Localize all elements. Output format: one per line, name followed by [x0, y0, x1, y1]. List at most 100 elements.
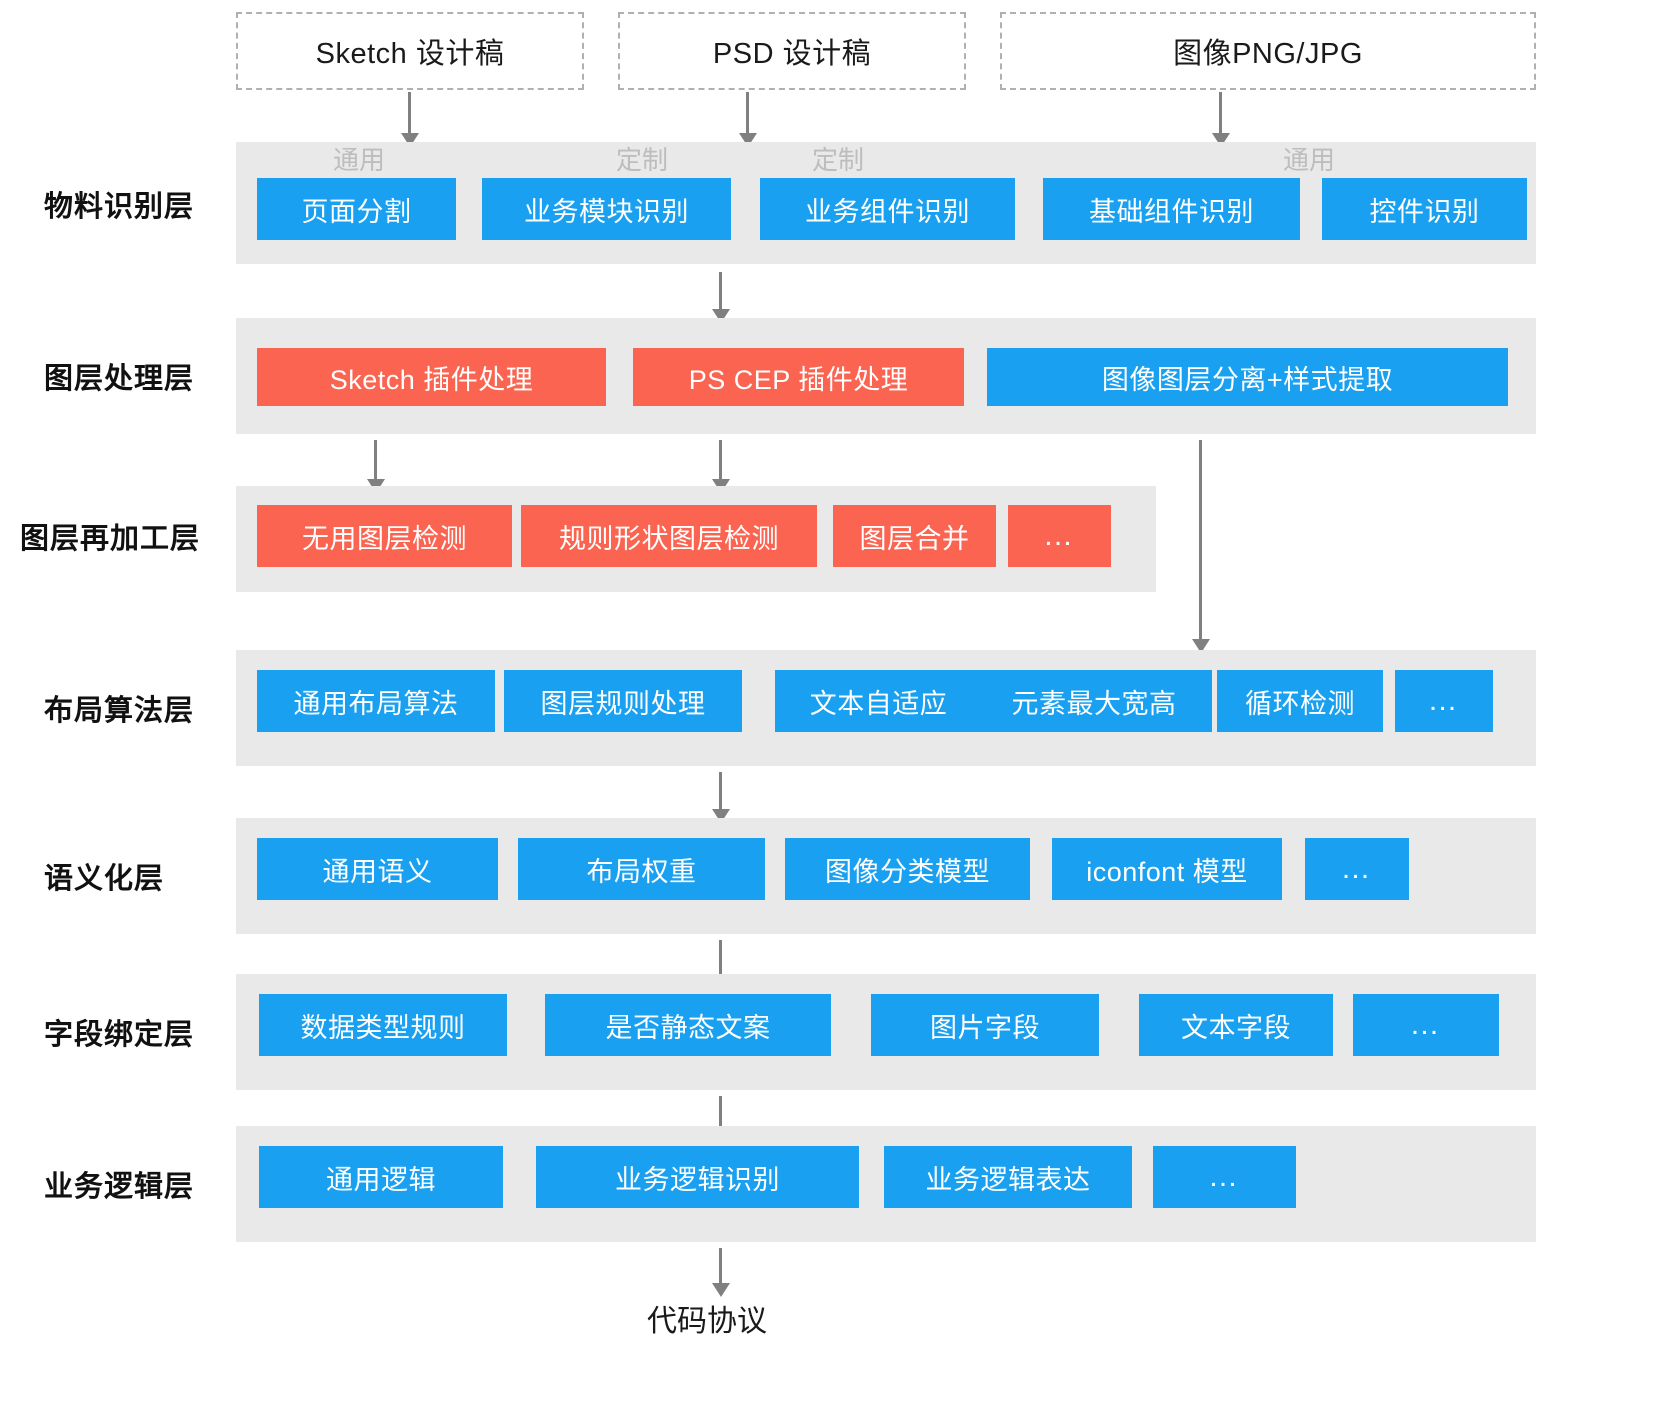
node-label: 文本字段	[1181, 1012, 1291, 1043]
node-label: iconfont 模型	[1086, 856, 1248, 887]
node-label: …	[1427, 684, 1461, 717]
node-layout-weight[interactable]: 布局权重	[518, 838, 765, 900]
layer-label-semantic: 语义化层	[44, 858, 234, 895]
layer-label-layout-algorithm: 布局算法层	[44, 690, 234, 727]
input-label: 图像PNG/JPG	[1173, 38, 1363, 70]
node-label: …	[1208, 1160, 1241, 1193]
node-business-module-recognition[interactable]: 业务模块识别	[482, 178, 731, 240]
node-label: …	[1340, 852, 1374, 885]
node-business-logic-recognition[interactable]: 业务逻辑识别	[536, 1146, 859, 1208]
layer-label-layer-processing: 图层处理层	[44, 358, 234, 395]
node-label: 通用布局算法	[293, 688, 459, 719]
node-label: 无用图层检测	[302, 523, 467, 554]
node-control-recognition[interactable]: 控件识别	[1322, 178, 1527, 240]
annotation-general-1: 通用	[333, 145, 386, 175]
node-layer-rule-processing[interactable]: 图层规则处理	[504, 670, 742, 732]
node-business-logic-more[interactable]: …	[1153, 1146, 1296, 1208]
node-label: 图片字段	[930, 1012, 1040, 1043]
node-text-adaptive[interactable]: 文本自适应	[775, 670, 982, 732]
node-general-logic[interactable]: 通用逻辑	[259, 1146, 503, 1208]
node-page-segmentation[interactable]: 页面分割	[257, 178, 456, 240]
node-iconfont-model[interactable]: iconfont 模型	[1052, 838, 1282, 900]
node-label: 数据类型规则	[300, 1012, 466, 1043]
node-label: PS CEP 插件处理	[688, 364, 909, 395]
node-is-static-copy[interactable]: 是否静态文案	[545, 994, 831, 1056]
node-label: 循环检测	[1245, 688, 1355, 719]
arrow-psd-to-layer1	[746, 92, 749, 134]
layer-name: 语义化层	[44, 863, 165, 895]
arrow-ps-plugin-to-layer3	[719, 440, 722, 480]
node-label: 图像图层分离+样式提取	[1101, 364, 1394, 395]
node-label: …	[1043, 519, 1076, 552]
layer-label-field-binding: 字段绑定层	[44, 1014, 234, 1051]
node-label: 基础组件识别	[1089, 196, 1254, 227]
layer-label-material: 物料识别层	[44, 186, 234, 223]
annotation-custom-1: 定制	[616, 145, 669, 175]
node-business-component-recognition[interactable]: 业务组件识别	[760, 178, 1015, 240]
node-label: 通用逻辑	[326, 1164, 436, 1195]
layer-name: 业务逻辑层	[44, 1171, 195, 1203]
node-label: 页面分割	[301, 196, 412, 227]
node-basic-component-recognition[interactable]: 基础组件识别	[1043, 178, 1300, 240]
arrow-layer6-to-layer7	[719, 1096, 722, 1134]
node-label: 业务逻辑识别	[615, 1164, 780, 1195]
arrow-layer1-to-layer2	[719, 272, 722, 310]
node-image-layer-separation[interactable]: 图像图层分离+样式提取	[987, 348, 1508, 406]
annotation-general-2: 通用	[1283, 145, 1336, 175]
layer-label-business-logic: 业务逻辑层	[44, 1166, 234, 1203]
node-label: 控件识别	[1369, 196, 1480, 227]
node-label: 图像分类模型	[825, 856, 990, 887]
node-sketch-plugin[interactable]: Sketch 插件处理	[257, 348, 606, 406]
input-label: Sketch 设计稿	[315, 38, 505, 70]
node-business-logic-expression[interactable]: 业务逻辑表达	[884, 1146, 1132, 1208]
node-label: 通用语义	[322, 856, 433, 887]
input-box-sketch: Sketch 设计稿	[236, 12, 584, 90]
node-field-binding-more[interactable]: …	[1353, 994, 1499, 1056]
node-label: 元素最大宽高	[1011, 688, 1177, 719]
node-general-semantic[interactable]: 通用语义	[257, 838, 498, 900]
node-general-layout-algorithm[interactable]: 通用布局算法	[257, 670, 495, 732]
node-layer-rework-more[interactable]: …	[1008, 505, 1111, 567]
node-text-field[interactable]: 文本字段	[1139, 994, 1333, 1056]
annotation-custom-2: 定制	[812, 145, 865, 175]
node-label: 业务模块识别	[524, 196, 689, 227]
node-ps-cep-plugin[interactable]: PS CEP 插件处理	[633, 348, 964, 406]
node-label: 文本自适应	[809, 688, 948, 719]
node-label: …	[1409, 1008, 1443, 1041]
node-loop-detection[interactable]: 循环检测	[1217, 670, 1383, 732]
layer-name: 图层再加工层	[20, 523, 201, 555]
input-box-image: 图像PNG/JPG	[1000, 12, 1536, 90]
output-code-protocol: 代码协议	[647, 1296, 767, 1340]
node-image-classification-model[interactable]: 图像分类模型	[785, 838, 1030, 900]
layer-name: 字段绑定层	[44, 1019, 195, 1051]
node-label: 图层规则处理	[540, 688, 706, 719]
output-label: 代码协议	[647, 1305, 767, 1338]
node-useless-layer-detection[interactable]: 无用图层检测	[257, 505, 512, 567]
node-label: 布局权重	[586, 856, 697, 887]
node-semantic-more[interactable]: …	[1305, 838, 1409, 900]
arrow-layer4-to-layer5	[719, 772, 722, 810]
node-label: Sketch 插件处理	[329, 364, 534, 395]
arrow-sketch-to-layer1	[408, 92, 411, 134]
node-label: 图层合并	[859, 523, 970, 554]
layer-name: 物料识别层	[44, 191, 195, 223]
arrow-image-separation-to-layout	[1199, 440, 1202, 640]
node-label: 规则形状图层检测	[559, 523, 779, 554]
node-label: 业务组件识别	[805, 196, 970, 227]
arrow-sketch-plugin-to-layer3	[374, 440, 377, 480]
arrow-layer7-to-output	[719, 1248, 722, 1284]
node-element-max-size[interactable]: 元素最大宽高	[976, 670, 1212, 732]
arrow-layer5-to-layer6	[719, 940, 722, 978]
node-layer-merge[interactable]: 图层合并	[833, 505, 996, 567]
node-image-field[interactable]: 图片字段	[871, 994, 1099, 1056]
node-data-type-rule[interactable]: 数据类型规则	[259, 994, 507, 1056]
layer-name: 布局算法层	[44, 695, 195, 727]
node-regular-shape-layer-detection[interactable]: 规则形状图层检测	[521, 505, 817, 567]
layer-label-layer-rework: 图层再加工层	[20, 518, 235, 555]
node-layout-more[interactable]: …	[1395, 670, 1493, 732]
input-box-psd: PSD 设计稿	[618, 12, 966, 90]
arrow-image-to-layer1	[1219, 92, 1222, 134]
input-label: PSD 设计稿	[712, 38, 872, 70]
node-label: 是否静态文案	[605, 1012, 771, 1043]
